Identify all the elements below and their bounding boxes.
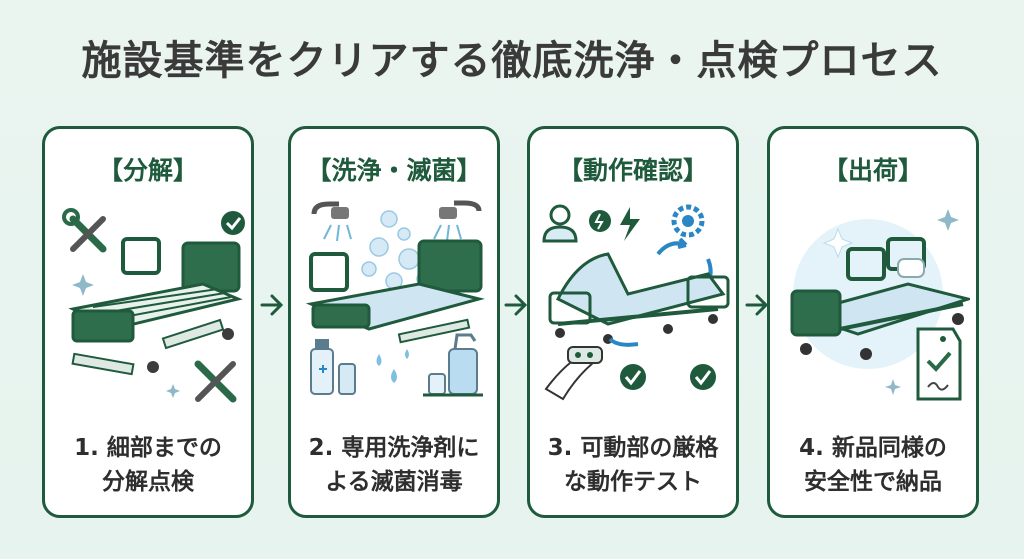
step-caption: 4. 新品同様の 安全性で納品 bbox=[799, 435, 947, 495]
step-card-sterilization: 【洗浄・滅菌】 bbox=[288, 126, 500, 518]
screwdriver-icon bbox=[194, 360, 237, 403]
quality-tag-icon bbox=[916, 327, 962, 401]
step-card-operation-check: 【動作確認】 bbox=[527, 126, 739, 518]
sparkle-icon bbox=[72, 274, 180, 398]
power-icon bbox=[589, 210, 611, 232]
step-heading: 【洗浄・滅菌】 bbox=[306, 156, 482, 185]
lightning-icon bbox=[620, 207, 640, 241]
technician-icon bbox=[542, 204, 578, 243]
spray-bottle-icon bbox=[310, 339, 356, 395]
step-heading: 【分解】 bbox=[97, 156, 198, 185]
sparkle-icon bbox=[822, 209, 959, 395]
check-icon bbox=[221, 211, 245, 235]
step-card-disassembly: 【分解】 bbox=[42, 126, 254, 518]
arrow-right-icon bbox=[504, 294, 528, 316]
step-caption: 1. 細部までの 分解点検 bbox=[74, 435, 222, 495]
bed-frame-icon bbox=[790, 237, 970, 360]
bed-frame-icon bbox=[305, 239, 485, 344]
step-caption: 2. 専用洗浄剤に よる滅菌消毒 bbox=[308, 435, 480, 495]
step-card-shipping: 【出荷】 4. 新品同様の 安全性で納品 bbox=[767, 126, 979, 518]
adjustable-bed-icon bbox=[548, 252, 730, 344]
washing-bed-illustration bbox=[305, 200, 485, 397]
clean-bed-illustration bbox=[790, 209, 970, 401]
water-drop-icon bbox=[376, 349, 409, 383]
shower-head-icon bbox=[311, 201, 352, 242]
pillow bbox=[897, 258, 925, 278]
bed-parts-icon bbox=[71, 318, 234, 376]
disassembled-bed-illustration bbox=[62, 208, 245, 403]
bed-testing-illustration bbox=[542, 204, 730, 401]
rotation-arrow-icon bbox=[608, 337, 639, 347]
step-heading: 【出荷】 bbox=[822, 156, 923, 185]
page-title: 施設基準をクリアする徹底洗浄・点検プロセス bbox=[81, 38, 943, 84]
bed-frame-icon bbox=[68, 237, 243, 343]
shower-head-icon bbox=[433, 200, 482, 242]
check-icon bbox=[620, 364, 716, 390]
gear-icon bbox=[671, 204, 705, 238]
arrow-right-icon bbox=[745, 294, 769, 316]
wrench-icon bbox=[62, 208, 107, 253]
arrow-right-icon bbox=[260, 294, 284, 316]
step-heading: 【動作確認】 bbox=[557, 156, 708, 185]
step-caption: 3. 可動部の厳格 な動作テスト bbox=[547, 435, 719, 495]
remote-control-icon bbox=[544, 346, 603, 401]
spray-bottle-icon bbox=[423, 333, 483, 397]
